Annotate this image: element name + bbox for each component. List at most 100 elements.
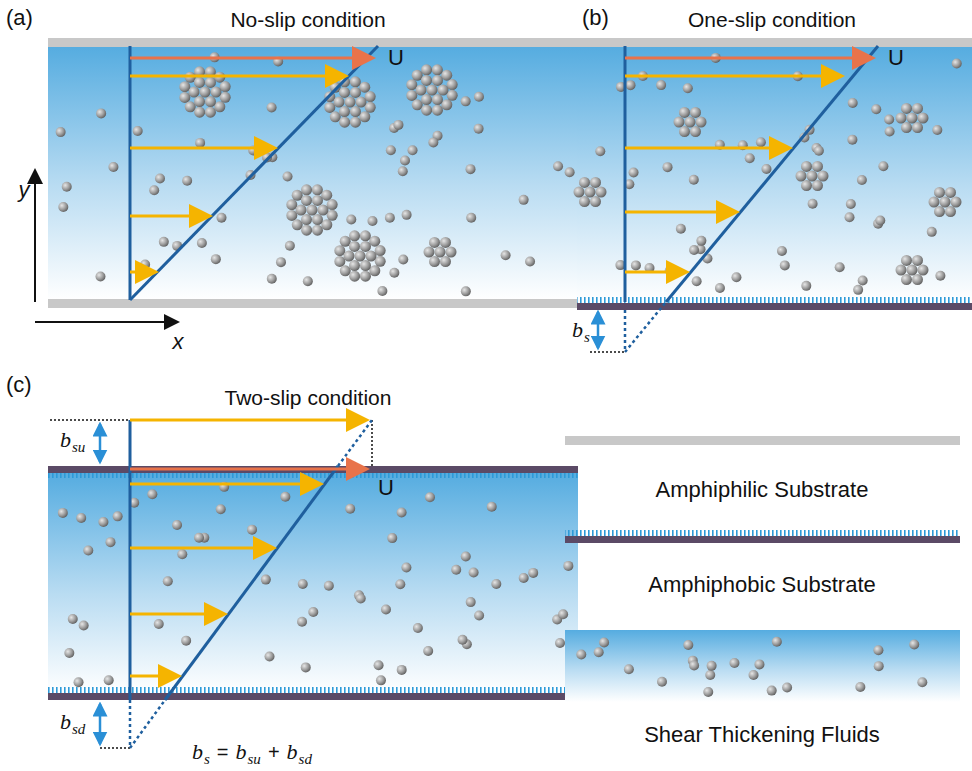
velocity-profile [165,466,338,700]
particle [340,236,351,247]
particle [402,210,412,220]
amphiphobic-ticks [565,530,960,536]
particle [808,199,818,209]
velocity-arrow [625,271,684,274]
particle [679,126,690,137]
axis-label: x [173,331,184,353]
amphiphilic-plate [48,299,578,308]
particle [929,197,940,208]
particle [345,504,355,514]
particle [350,76,361,87]
particle [163,576,173,586]
particle [595,146,605,156]
particle [487,502,497,512]
particle [147,489,157,499]
particle [406,90,417,101]
particle [846,199,856,209]
particle [339,117,350,128]
particle [301,195,312,206]
particle [96,108,106,118]
particle [590,196,601,207]
particle [303,276,313,286]
particle [679,107,690,118]
particle [780,260,790,270]
particle [283,172,293,182]
particle [79,621,89,631]
particle [64,648,74,658]
particle [350,87,361,98]
particle [519,195,529,205]
particle [386,145,396,155]
velocity-arrow [130,547,271,550]
particle [896,113,907,124]
particle [108,162,118,172]
particle [461,551,471,561]
particle [934,187,945,198]
particle [181,636,191,646]
wall-velocity-arrow [130,468,364,471]
particle [579,196,590,207]
particle [907,113,918,124]
particle [665,265,675,275]
velocity-label: U [888,47,904,69]
particle [307,205,318,216]
particle [754,659,764,669]
legend-text: Amphiphobic Substrate [648,574,875,596]
particle [428,137,438,147]
particle [149,185,159,195]
particle [398,255,408,265]
particle [663,162,673,172]
particle [461,96,471,106]
particle [377,286,387,296]
symbol: b [60,429,71,451]
particle [334,256,345,267]
velocity-profile [666,46,878,302]
particle [265,652,275,662]
particle [574,187,585,198]
particle [563,561,573,571]
particle [421,75,432,86]
particle [427,85,438,96]
particle [292,190,303,201]
operator: = [217,742,229,762]
particle [801,281,811,291]
amphiphobic-ticks [48,687,578,693]
particle [365,102,376,113]
particle [901,274,912,285]
particle [935,271,945,281]
particle [565,167,575,177]
particle [469,568,479,578]
particle [349,230,360,241]
subscript: sd [72,722,85,737]
particle [576,650,586,660]
particle [873,645,883,655]
particle [519,573,529,583]
velocity-arrow [130,675,176,678]
particle [339,87,350,98]
particle [590,177,601,188]
particle [683,640,693,650]
particle [318,205,329,216]
particle [466,597,476,607]
particle [98,517,108,527]
particle [912,103,923,114]
particle [182,176,192,186]
profile-extension [129,700,132,748]
particle [745,153,755,163]
particle [349,260,360,271]
particle [690,126,701,137]
particle [334,245,345,256]
particle [365,91,376,102]
particle [58,202,68,212]
particle [458,635,468,645]
particle [267,102,277,112]
particle [62,182,72,192]
panel-label: (c) [6,374,32,396]
particle [761,164,771,174]
particle [801,161,812,172]
profile-extension [625,302,666,352]
particle [624,664,634,674]
profile-extension [624,310,627,352]
particle [389,268,399,278]
profile-axis [129,46,132,300]
